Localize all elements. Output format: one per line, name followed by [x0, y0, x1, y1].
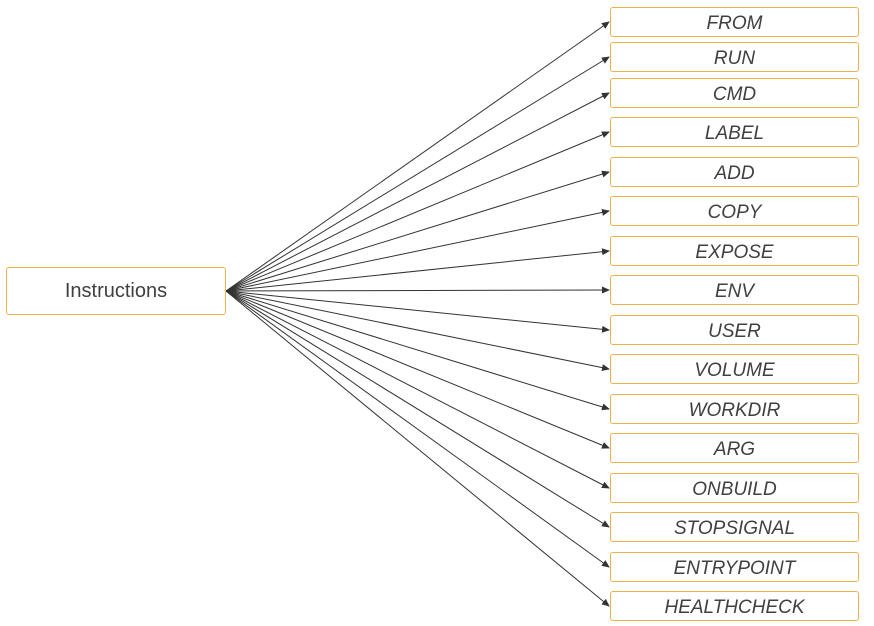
instruction-label: HEALTHCHECK	[664, 596, 805, 618]
instruction-node-add: ADD	[610, 157, 859, 187]
root-node-label: Instructions	[64, 279, 168, 302]
instruction-node-onbuild: ONBUILD	[610, 473, 859, 503]
instruction-node-healthcheck: HEALTHCHECK	[610, 591, 859, 621]
connector-arrow	[225, 290, 610, 372]
instruction-label: LABEL	[704, 122, 765, 144]
connector-arrow	[225, 290, 610, 489]
instruction-label: RUN	[713, 47, 756, 69]
connector-arrow	[225, 21, 610, 292]
instruction-label: CMD	[712, 83, 757, 105]
instruction-node-entrypoint: ENTRYPOINT	[610, 552, 859, 582]
instruction-node-volume: VOLUME	[610, 354, 859, 384]
connector-arrow	[225, 248, 610, 292]
connector-arrow	[225, 290, 610, 449]
root-node-instructions: Instructions	[6, 267, 226, 315]
connector-arrow	[225, 290, 610, 568]
instruction-node-stopsignal: STOPSIGNAL	[610, 512, 859, 542]
instruction-node-arg: ARG	[610, 433, 859, 463]
instruction-label: COPY	[707, 201, 762, 223]
instruction-node-from: FROM	[610, 7, 859, 37]
connector-arrow	[225, 290, 610, 411]
instruction-node-cmd: CMD	[610, 78, 859, 108]
instruction-label: USER	[708, 320, 761, 342]
connector-arrow	[225, 290, 610, 333]
instruction-label: WORKDIR	[688, 399, 781, 421]
connector-arrow	[225, 131, 610, 292]
instruction-node-copy: COPY	[610, 196, 859, 226]
instruction-node-env: ENV	[610, 275, 859, 305]
instruction-node-label: LABEL	[610, 117, 859, 147]
instruction-node-run: RUN	[610, 42, 859, 72]
connector-arrow	[225, 92, 610, 292]
instruction-label: ARG	[713, 438, 756, 460]
instruction-label: ONBUILD	[692, 478, 777, 500]
instruction-label: EXPOSE	[695, 241, 774, 263]
connector-arrow	[225, 170, 610, 292]
connector-arrow	[225, 286, 610, 294]
instruction-label: ENV	[714, 280, 755, 302]
connector-arrow	[225, 290, 610, 607]
instruction-label: STOPSIGNAL	[673, 517, 796, 539]
connector-arrow	[225, 209, 610, 292]
instruction-node-expose: EXPOSE	[610, 236, 859, 266]
instruction-node-workdir: WORKDIR	[610, 394, 859, 424]
instruction-label: ADD	[714, 162, 755, 184]
instruction-label: FROM	[706, 12, 763, 34]
connector-arrow	[225, 56, 610, 292]
instruction-label: VOLUME	[694, 359, 775, 381]
instruction-node-user: USER	[610, 315, 859, 345]
instruction-label: ENTRYPOINT	[673, 557, 796, 579]
connector-arrow	[225, 290, 610, 528]
